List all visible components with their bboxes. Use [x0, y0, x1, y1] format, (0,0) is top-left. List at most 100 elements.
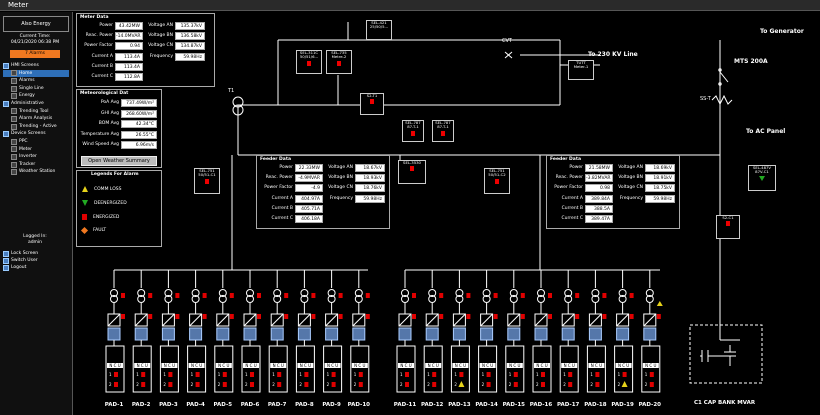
- nav-item-trending-active[interactable]: Trending - Active: [3, 123, 69, 131]
- field-value: 26.55°C: [121, 130, 157, 139]
- combiner-row-label: 1: [163, 372, 166, 377]
- device-sel487v[interactable]: SEL-487V 87V-C1: [748, 165, 776, 191]
- nav-item-energy[interactable]: Energy: [3, 92, 69, 100]
- pad-transformer-icon: [110, 295, 118, 303]
- nav-item-alarm-analysis[interactable]: Alarm Analysis: [3, 115, 69, 123]
- pad-label[interactable]: PAD-20: [638, 402, 661, 408]
- pad-transformer-icon: [564, 289, 573, 297]
- alarms-button[interactable]: 7 Alarms: [10, 50, 60, 58]
- nav-item-meter[interactable]: Meter: [3, 146, 69, 154]
- nav-item-device-screens[interactable]: Device Screens: [3, 130, 69, 138]
- field-label: Current B: [271, 205, 293, 211]
- combiner-header-label: N C U: [536, 363, 547, 368]
- energized-indicator: [195, 382, 200, 387]
- pad-transformer-icon: [482, 295, 491, 303]
- pad-label[interactable]: PAD-5: [213, 402, 233, 408]
- pad-transformer-icon: [564, 295, 573, 303]
- combiner-box: [241, 345, 261, 393]
- pad-label[interactable]: PAD-3: [159, 402, 178, 408]
- combiner-header: [479, 363, 496, 368]
- device-sel751-c2[interactable]: SEL-751 50/51-C2: [484, 168, 510, 194]
- page-icon: [11, 146, 17, 153]
- pad-label[interactable]: PAD-19: [611, 402, 634, 408]
- field-value: 134.87kV: [175, 42, 205, 51]
- inverter-diagonal: [589, 313, 602, 327]
- pad-label[interactable]: PAD-6: [240, 402, 260, 408]
- inverter-diagonal: [325, 313, 338, 327]
- pad-label[interactable]: PAD-12: [420, 402, 444, 408]
- combiner-row-label: 2: [400, 382, 403, 387]
- energized-indicator: [410, 166, 414, 172]
- energized-indicator: [338, 293, 343, 298]
- nav-item-tracker[interactable]: Tracker: [3, 161, 69, 169]
- device-s2c1[interactable]: S2-C1: [716, 215, 740, 239]
- action-icon: [3, 257, 9, 264]
- pad-label[interactable]: PAD-2: [131, 402, 151, 408]
- action-lock-screen[interactable]: Lock Screen: [3, 250, 69, 257]
- page-icon: [11, 70, 17, 77]
- nav-item-single-line[interactable]: Single Line: [3, 85, 69, 93]
- energized-indicator: [175, 293, 180, 298]
- pad-label[interactable]: PAD-8: [295, 402, 314, 408]
- combiner-header: [351, 363, 368, 368]
- mts-label: MTS 200A: [734, 58, 768, 65]
- combiner-row-label: 1: [354, 372, 357, 377]
- nav-item-hmi-screens[interactable]: HMI Screens: [3, 62, 69, 70]
- action-switch-user[interactable]: Switch User: [3, 257, 69, 264]
- pad-label[interactable]: PAD-14: [475, 402, 498, 408]
- energized-indicator: [202, 314, 207, 319]
- pad-label[interactable]: PAD-13: [448, 402, 471, 408]
- device-sel3530[interactable]: SEL-3530: [398, 160, 426, 184]
- pad-transformer-icon: [618, 289, 627, 297]
- device-sel751-c1[interactable]: SEL-751 50/51-C1: [194, 168, 220, 194]
- nav-item-administrative[interactable]: Administrative: [3, 100, 69, 108]
- pad-label[interactable]: PAD-18: [584, 402, 607, 408]
- device-sel311c[interactable]: SEL-311C 50/51/6...: [296, 50, 322, 74]
- action-logout[interactable]: Logout: [3, 264, 69, 271]
- combiner-row-label: 1: [618, 372, 621, 377]
- current-time-label: Current Time:: [19, 34, 51, 39]
- nav-item-home[interactable]: Home: [3, 69, 69, 78]
- nav-item-trending-tool[interactable]: Trending Tool: [3, 108, 69, 116]
- nav-item-weather-station[interactable]: Weather Station: [3, 168, 69, 176]
- device-sel787b[interactable]: SEL-787 87-T-1: [432, 120, 454, 142]
- inverter-diagonal: [298, 313, 311, 327]
- combiner-box: [559, 345, 579, 393]
- energized-indicator: [548, 314, 552, 319]
- field-label: Frequency: [619, 195, 643, 201]
- pad-transformer-icon: [327, 295, 336, 303]
- combiner-row-label: 1: [590, 372, 593, 377]
- combiner-header: [243, 363, 259, 368]
- energized-indicator: [121, 293, 125, 298]
- pad-label[interactable]: PAD-17: [556, 402, 580, 408]
- action-icon: [3, 264, 9, 271]
- inverter-diagonal: [162, 313, 175, 327]
- field-label: Temperature Avg: [80, 131, 119, 137]
- device-sel787a[interactable]: SEL-787 87-T-1: [402, 120, 424, 142]
- device-s2t1[interactable]: S2-T1: [360, 93, 384, 115]
- nav-item-label: Home: [19, 70, 33, 76]
- nav-item-alarms[interactable]: Alarms: [3, 77, 69, 85]
- pad-label[interactable]: PAD-4: [186, 402, 205, 408]
- device-tutt[interactable]: TUTT Meter-1: [568, 60, 594, 80]
- pad-label[interactable]: PAD-9: [322, 402, 341, 408]
- page-icon: [11, 93, 17, 100]
- device-sel421[interactable]: SEL-421 25/50/5...: [366, 20, 392, 40]
- pad-label[interactable]: PAD-15: [502, 402, 525, 408]
- energized-indicator: [284, 314, 289, 319]
- device-sel787b-label: SEL-787 87-T-1: [435, 120, 451, 130]
- open-weather-summary-button[interactable]: Open Weather Summary: [81, 156, 157, 166]
- combiner-row-label: 1: [327, 372, 330, 377]
- deenergized-indicator: [759, 175, 765, 181]
- nav-item-ppc[interactable]: PPC: [3, 138, 69, 146]
- pad-label[interactable]: PAD-16: [529, 402, 553, 408]
- pad-label[interactable]: PAD-10: [347, 402, 370, 408]
- pad-label[interactable]: PAD-7: [267, 402, 287, 408]
- device-sel735[interactable]: SEL-735 Metre-2: [326, 50, 352, 74]
- nav-item-label: HMI Screens: [11, 63, 39, 68]
- nav-item-inverter[interactable]: Inverter: [3, 153, 69, 161]
- page-icon: [11, 85, 17, 92]
- pad-label[interactable]: PAD-1: [104, 402, 124, 408]
- pad-label[interactable]: PAD-11: [393, 402, 417, 408]
